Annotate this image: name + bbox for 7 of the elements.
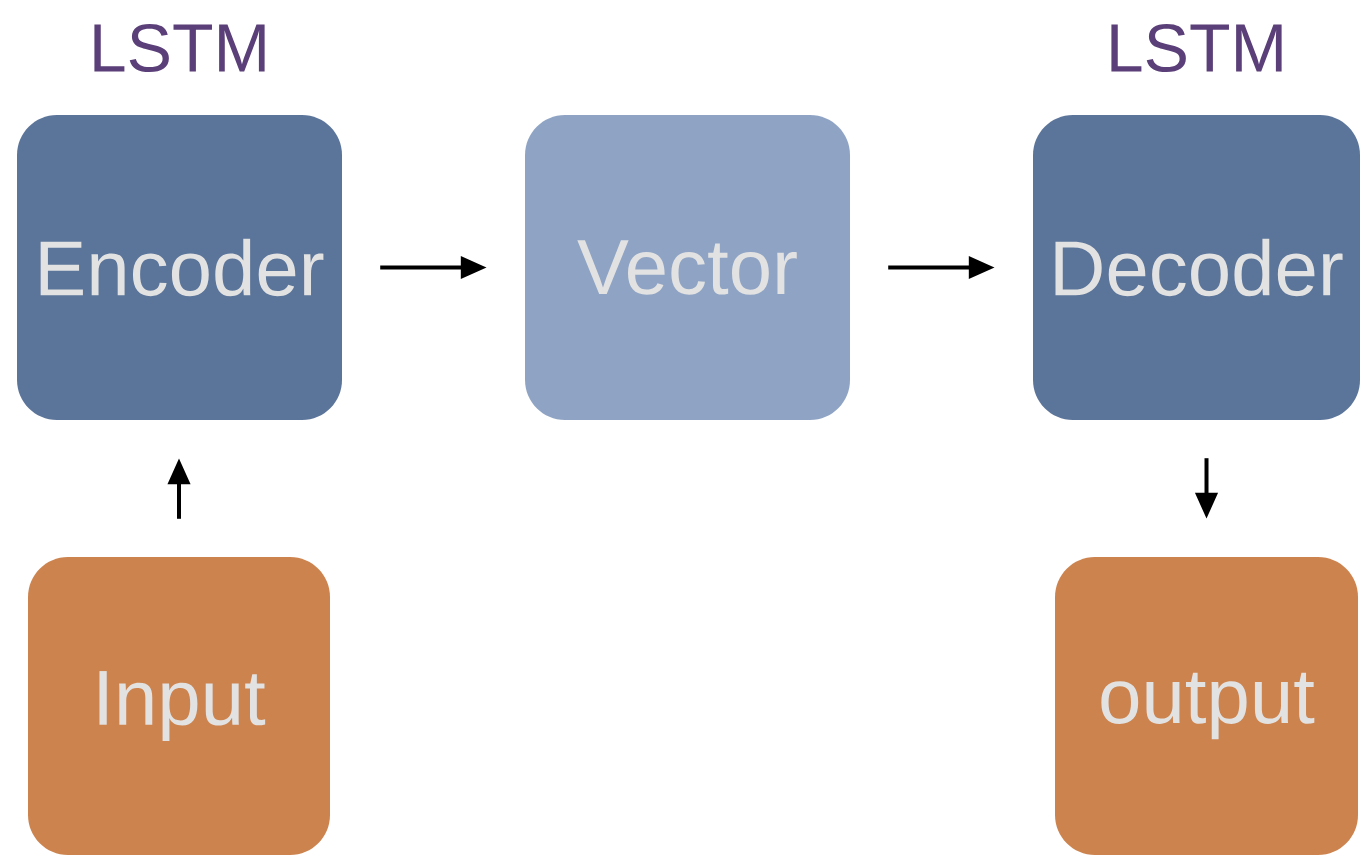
process-box: Encoder bbox=[17, 115, 342, 420]
process-box: Input bbox=[28, 557, 330, 855]
process-box: Vector bbox=[525, 115, 850, 420]
process-box: output bbox=[1055, 557, 1358, 855]
process-box: Decoder bbox=[1033, 115, 1360, 420]
heading: LSTM bbox=[94, 23, 265, 73]
heading: LSTM bbox=[1111, 23, 1282, 73]
